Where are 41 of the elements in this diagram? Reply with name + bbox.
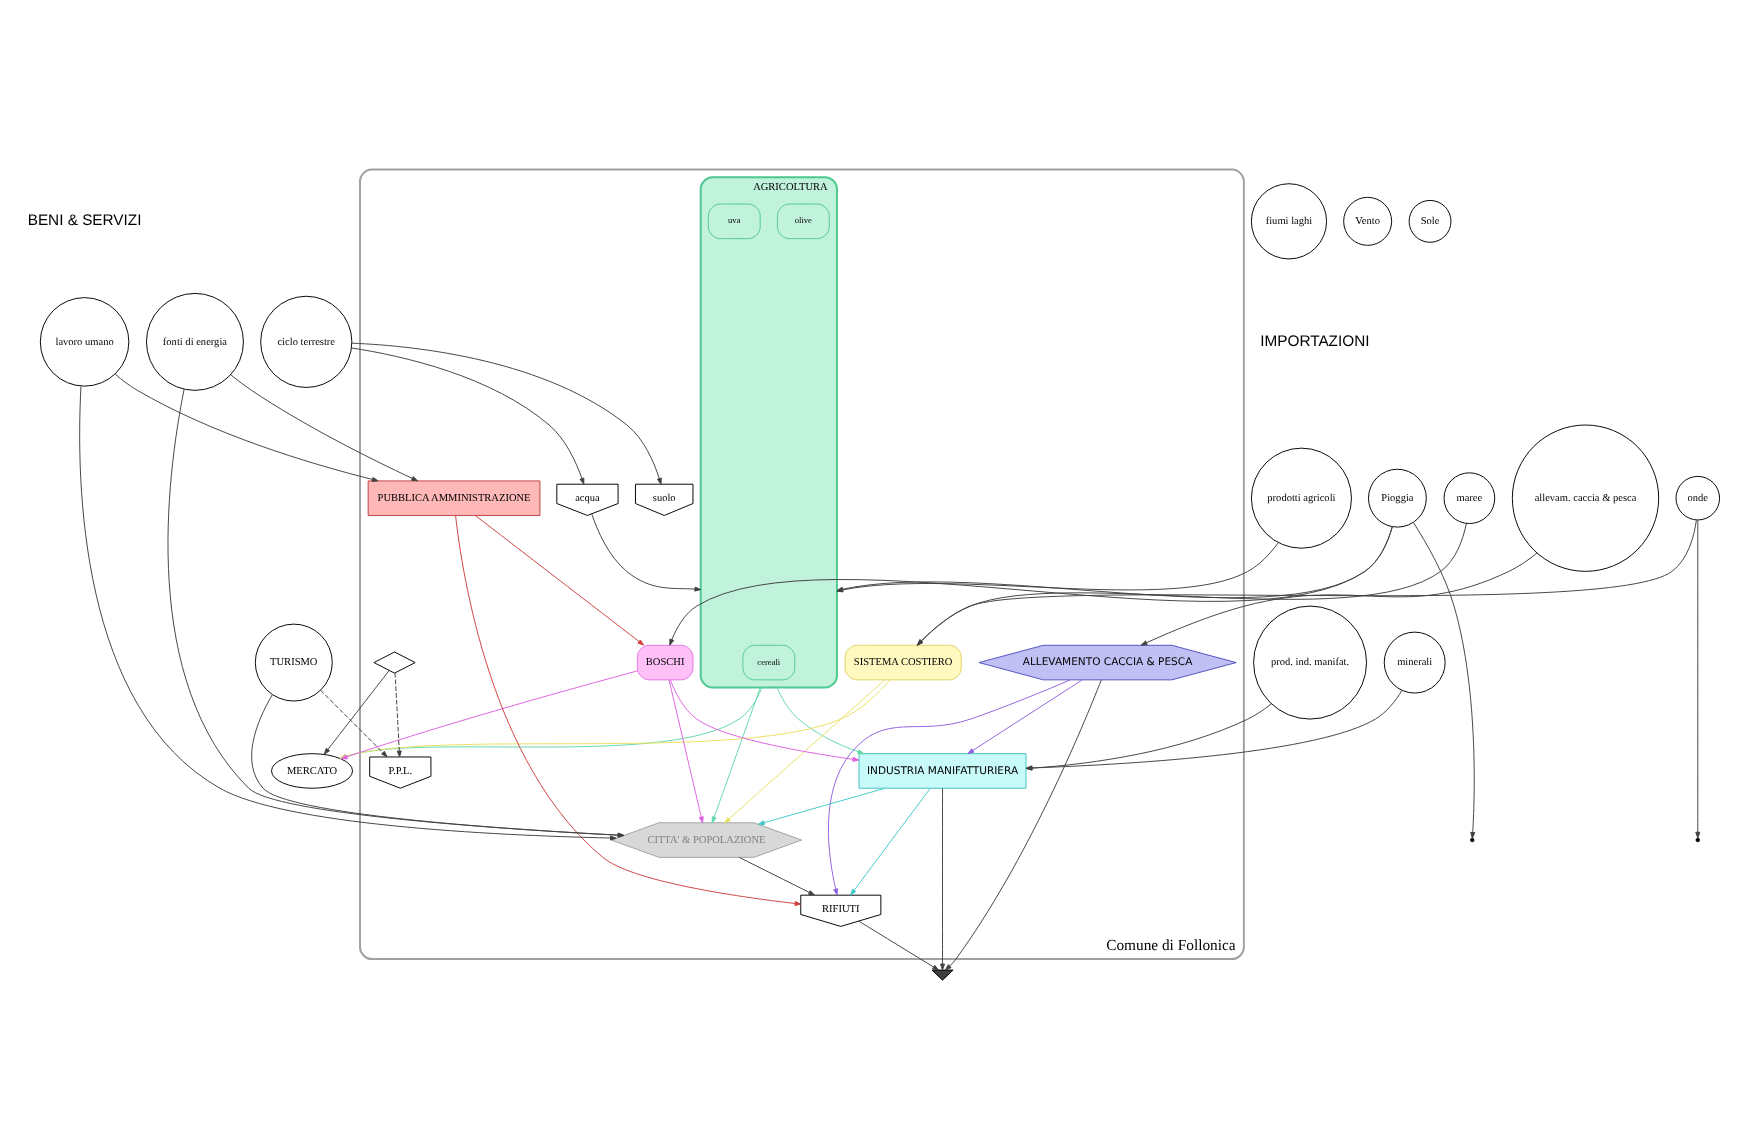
arrow [323,670,390,755]
node-diamond [373,651,416,674]
arrow [1140,552,1538,646]
arrow [251,694,625,838]
arrow [967,679,1083,755]
arrow [339,679,891,759]
arrow [1025,690,1403,771]
arrow [351,342,662,485]
arrow [114,373,379,482]
arrow [858,920,939,971]
arrow [916,519,1697,646]
arrow [474,515,645,646]
arrow [669,526,1393,646]
arrow [669,679,860,762]
arrow [320,689,388,758]
arrow [339,687,763,759]
arrow [351,347,585,485]
arrow [776,687,865,755]
arrow [1412,522,1476,839]
arrow [945,679,1102,971]
arrow [758,787,886,826]
arrow [340,670,638,760]
arrow [668,679,704,824]
arrow [738,856,816,896]
arrow [1025,703,1272,771]
arrow [230,374,419,482]
label: BENI & SERVIZI [27,210,142,229]
label: IMPORTAZIONI [1260,331,1370,350]
arrow [167,388,625,838]
arrow [916,523,1467,646]
arrow [724,679,886,824]
arrow [79,385,617,841]
arrow [711,687,761,824]
arrow [940,787,945,971]
arrow [591,513,702,592]
arrow [850,787,931,896]
arrow [455,515,802,906]
node-ground [931,969,954,981]
arrow [394,672,402,758]
arrow [1695,519,1701,839]
arrow [828,679,1071,896]
